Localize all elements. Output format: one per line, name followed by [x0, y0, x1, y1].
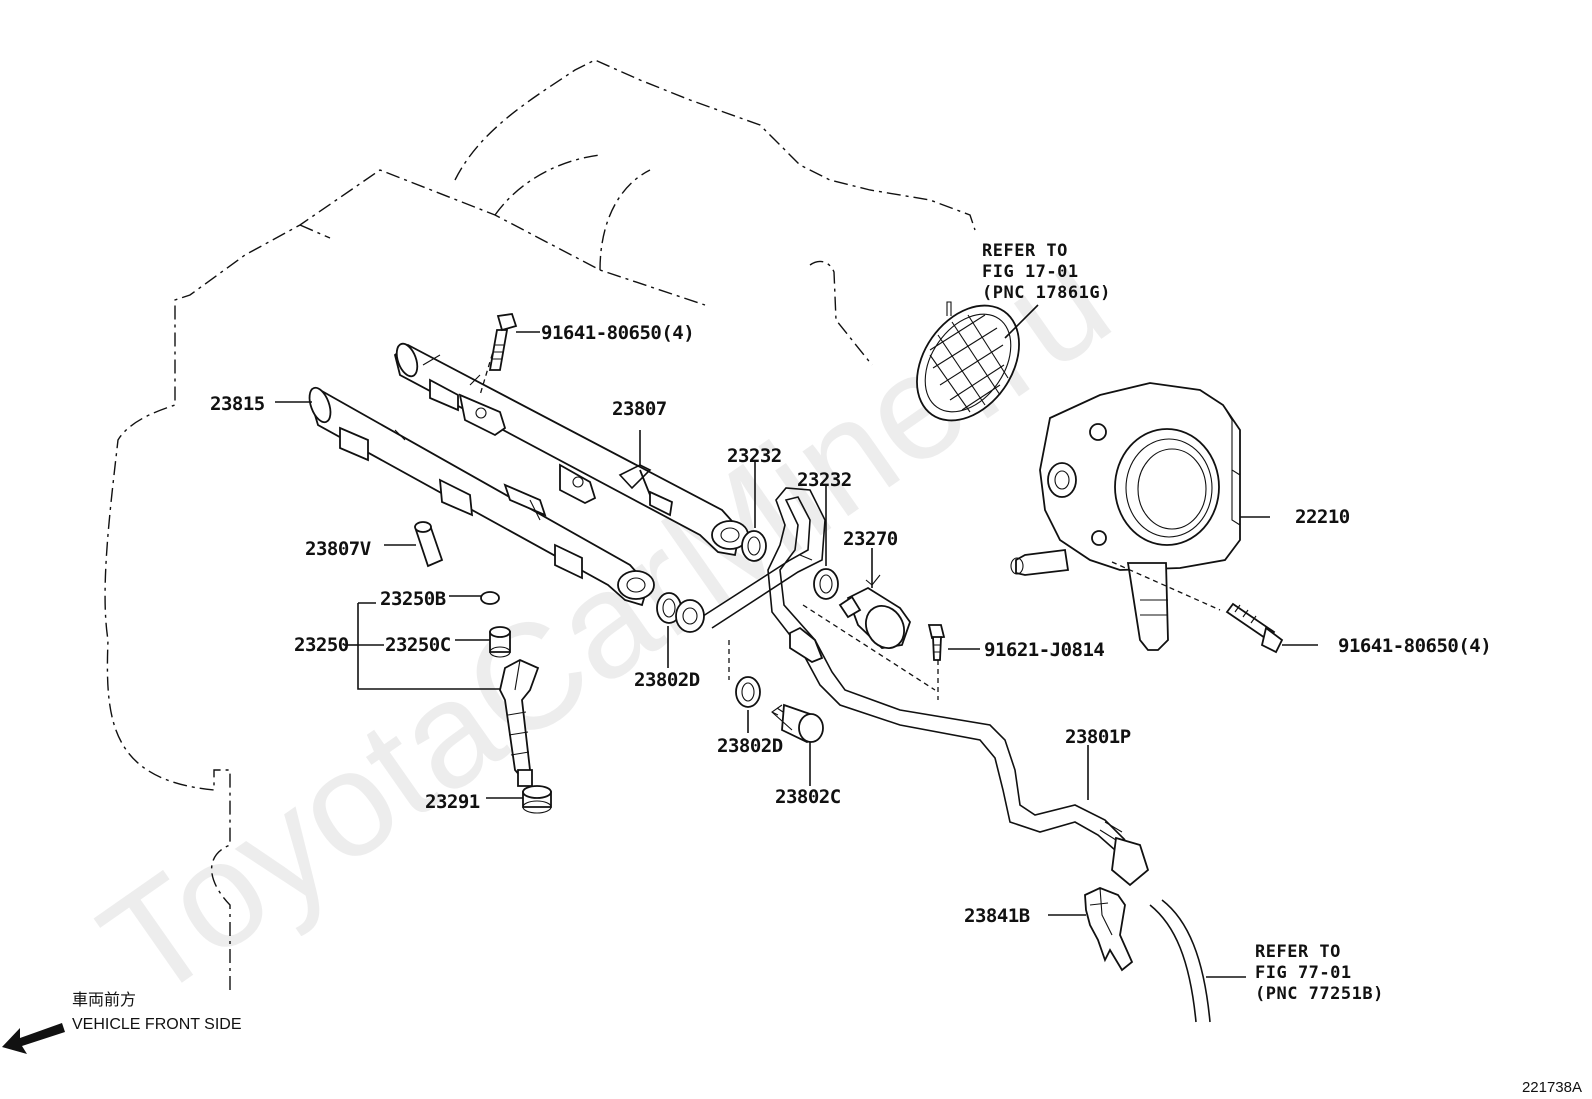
label-o-ring: 23250B: [380, 588, 446, 610]
pulsation-damper: [802, 548, 936, 691]
ref77-line1: REFER TO: [1255, 942, 1341, 962]
ref77-line3: (PNC 77251B): [1255, 984, 1384, 1004]
reference-fig-17: REFER TO FIG 17-01 (PNC 17861G): [982, 241, 1111, 303]
label-gasket-c: 23802D: [634, 669, 700, 691]
front-label-english: VEHICLE FRONT SIDE: [72, 1016, 242, 1033]
engine-outline: [104, 59, 976, 990]
label-injector-cushion: 23291: [425, 791, 480, 813]
label-fuel-rail-lower: 23815: [210, 393, 265, 415]
label-fuel-rail-upper: 23807: [612, 398, 667, 420]
gasket-union: [735, 676, 761, 733]
reference-fig-77: REFER TO FIG 77-01 (PNC 77251B): [1255, 942, 1384, 1004]
label-bolt-right: 91641-80650(4): [1338, 635, 1491, 657]
union-bolt: [728, 640, 824, 786]
fuel-rail-lower: [275, 386, 655, 607]
label-injector-set: 23250: [294, 634, 349, 656]
label-pulsation-damper: 23270: [843, 528, 898, 550]
front-label-japanese: 車両前方: [72, 991, 136, 1009]
label-gasket-b: 23232: [797, 469, 852, 491]
ref17-line1: REFER TO: [982, 241, 1068, 261]
throttle-body: [1010, 382, 1270, 651]
insulator: [455, 626, 511, 658]
fuel-pipe-clamp: [1048, 887, 1134, 972]
vehicle-front-marker: 車両前方 VEHICLE FRONT SIDE: [2, 991, 242, 1054]
label-clamp: 23841B: [964, 905, 1030, 927]
label-gasket-d: 23802D: [717, 735, 783, 757]
o-ring: [449, 591, 500, 605]
fuel-delivery-pipe: [675, 487, 1150, 887]
injector-set-bracket: [344, 602, 500, 690]
label-throttle-body: 22210: [1295, 506, 1350, 528]
bolt-right: [1111, 561, 1318, 654]
ref77-line2: FIG 77-01: [1255, 963, 1352, 983]
label-gasket-a: 23232: [727, 445, 782, 467]
gasket-middle: [813, 484, 839, 600]
label-bolt-top: 91641-80650(4): [541, 322, 694, 344]
label-union-bolt: 23802C: [775, 786, 841, 808]
bolt-top: [479, 313, 540, 396]
ref17-line3: (PNC 17861G): [982, 283, 1111, 303]
air-filter-element: [916, 301, 1039, 422]
label-pipe-plug: 23807V: [305, 538, 371, 560]
ref17-line2: FIG 17-01: [982, 262, 1079, 282]
figure-code: 221738A: [1522, 1079, 1582, 1096]
injector-cushion: [486, 785, 552, 814]
fuel-line-external: [1149, 899, 1246, 1023]
front-arrow-icon: [2, 1023, 65, 1054]
gasket-upper: [741, 462, 767, 562]
label-insulator: 23250C: [385, 634, 451, 656]
label-bolt-small: 91621-J0814: [984, 639, 1104, 661]
fuel-rail-upper: [393, 342, 749, 557]
pipe-plug: [384, 521, 444, 568]
fuel-injector: [499, 658, 540, 787]
label-fuel-pipe: 23801P: [1065, 726, 1131, 748]
bolt-small: [927, 624, 980, 700]
